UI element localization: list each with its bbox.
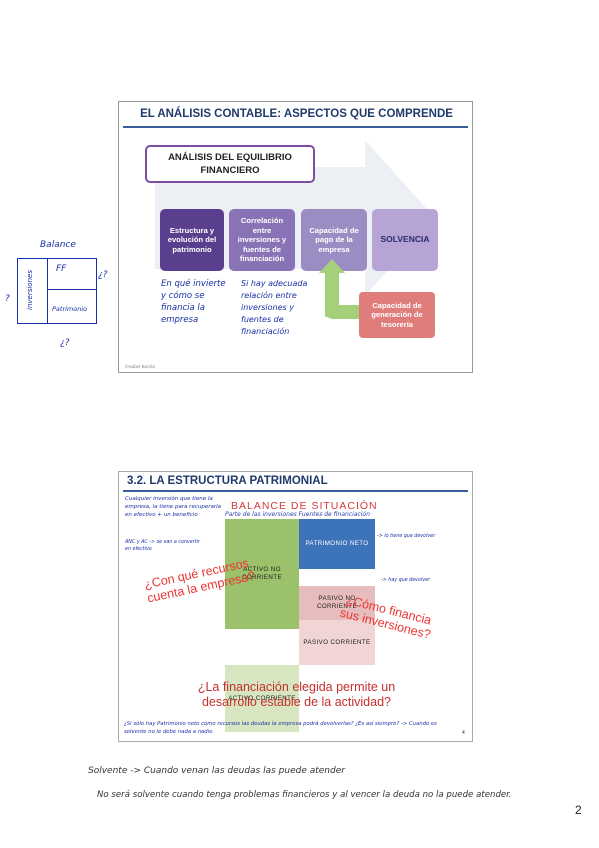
balance-sketch-question-right: ¿? — [98, 270, 108, 280]
slide-1: EL ANÁLISIS CONTABLE: ASPECTOS QUE COMPR… — [118, 101, 473, 373]
balance-sketch-patrimonio: Patrimonio — [52, 305, 88, 313]
balance-sketch-ff: FF — [56, 264, 67, 274]
handwritten-note-devolver-2: -> hay que devolver — [381, 578, 431, 583]
balance-sketch-divider — [47, 258, 48, 324]
copyright: ©Isabel Borrán — [125, 364, 156, 369]
handwritten-note-patrimonio: En qué invierte y cómo se financia la em… — [161, 279, 226, 325]
green-arrow-bend — [325, 305, 361, 319]
tesoreria-box: Capacidad de generación de tesorería — [359, 292, 435, 338]
slide-1-title: EL ANÁLISIS CONTABLE: ASPECTOS QUE COMPR… — [140, 108, 453, 120]
handwritten-note-inversion: Cualquier inversión que tiene la empresa… — [125, 496, 222, 518]
stage-estructura: Estructura y evolución del patrimonio — [160, 209, 224, 271]
balance-sketch-question-left: ? — [5, 294, 10, 304]
cell-activo-no-corriente: ACTIVO NO CORRIENTE — [225, 519, 299, 629]
stage-solvencia: SOLVENCIA — [372, 209, 438, 271]
cell-patrimonio-neto: PATRIMONIO NETO — [299, 519, 375, 569]
green-arrow-head — [319, 259, 345, 273]
title-rule — [123, 490, 468, 492]
balance-subtitle-handwritten: Parte de las inversiones Fuentes de fina… — [225, 511, 370, 518]
handwritten-note-line-1: Solvente -> Cuando venan las deudas las … — [88, 766, 345, 776]
balance-sketch-box — [17, 258, 97, 324]
equilibrio-box: ANÁLISIS DEL EQUILIBRIO FINANCIERO — [145, 145, 315, 183]
cell-activo-corriente: ACTIVO CORRIENTE — [225, 665, 299, 732]
balance-sketch-question-bottom: ¿? — [60, 338, 70, 348]
handwritten-note-devolver-1: -> lo tiene que devolver — [377, 534, 436, 539]
balance-title: BALANCE DE SITUACIÓN — [231, 500, 378, 512]
balance-sketch-label: Balance — [40, 240, 76, 250]
slide-2-title: 3.2. LA ESTRUCTURA PATRIMONIAL — [127, 475, 328, 487]
question-financiacion-elegida: ¿La financiación elegida permite un desa… — [197, 680, 396, 709]
slide-page-number: 4 — [462, 730, 465, 736]
handwritten-note-line-2: No será solvente cuando tenga problemas … — [97, 790, 512, 800]
balance-sketch-inversiones: inversiones — [26, 270, 34, 310]
handwritten-note-solvente: ¿Si sólo hay Patrimonio neto como recurs… — [124, 721, 437, 735]
stage-correlacion: Correlación entre inversiones y fuentes … — [229, 209, 295, 271]
balance-sketch-divider-h — [47, 289, 97, 290]
handwritten-note-anc-ac: ANC y AC -> se van a convertir en efecti… — [125, 540, 200, 552]
cell-pasivo-no-corriente: PASIVO NO CORRIENTE — [299, 586, 375, 620]
handwritten-note-correlacion: Si hay adecuada relación entre inversion… — [241, 279, 308, 336]
slide-2: 3.2. LA ESTRUCTURA PATRIMONIAL BALANCE D… — [118, 471, 473, 742]
page-number: 2 — [575, 803, 582, 817]
title-rule — [123, 126, 468, 128]
cell-pasivo-corriente: PASIVO CORRIENTE — [299, 620, 375, 665]
